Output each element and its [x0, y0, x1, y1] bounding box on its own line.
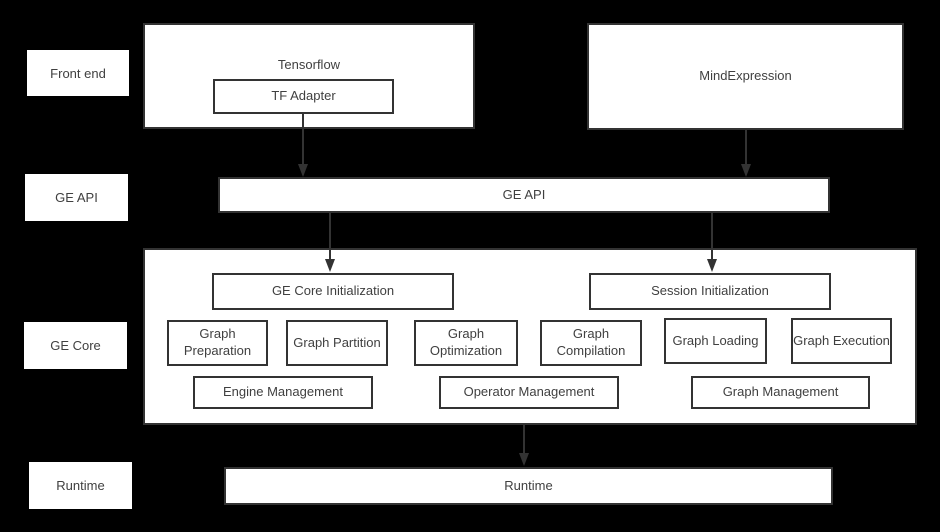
ge-api-bar: GE API: [218, 177, 830, 213]
arrow-ge-api-to-ge-core-initialization: [323, 213, 337, 272]
arrow-head-icon: [741, 164, 751, 177]
arrow-shaft: [329, 213, 331, 261]
session-initialization-box: Session Initialization: [589, 273, 831, 310]
row-label-runtime: Runtime: [29, 462, 132, 509]
tf-adapter-box: TF Adapter: [213, 79, 394, 114]
arrow-ge-core-to-runtime: [517, 425, 531, 466]
mindexpression-box: MindExpression: [587, 23, 904, 130]
graph-optimization-box: Graph Optimization: [414, 320, 518, 366]
arrow-head-icon: [325, 259, 335, 272]
row-label-ge-api: GE API: [25, 174, 128, 221]
arrow-mindexpression-to-ge-api: [739, 130, 753, 177]
graph-partition-box: Graph Partition: [286, 320, 388, 366]
row-label-ge-core: GE Core: [24, 322, 127, 369]
runtime-bar: Runtime: [224, 467, 833, 505]
row-label-front-end: Front end: [27, 50, 129, 96]
engine-management-box: Engine Management: [193, 376, 373, 409]
arrow-head-icon: [298, 164, 308, 177]
graph-execution-box: Graph Execution: [791, 318, 892, 364]
arrow-shaft: [745, 130, 747, 166]
graph-loading-box: Graph Loading: [664, 318, 767, 364]
arrow-shaft: [523, 425, 525, 455]
arrow-shaft: [302, 114, 304, 166]
ge-core-initialization-box: GE Core Initialization: [212, 273, 454, 310]
arrow-tf-adapter-to-ge-api: [296, 114, 310, 177]
tensorflow-title: Tensorflow: [277, 57, 341, 72]
arrow-head-icon: [707, 259, 717, 272]
arrow-head-icon: [519, 453, 529, 466]
graph-management-box: Graph Management: [691, 376, 870, 409]
arrow-ge-api-to-session-initialization: [705, 213, 719, 272]
graph-compilation-box: Graph Compilation: [540, 320, 642, 366]
operator-management-box: Operator Management: [439, 376, 619, 409]
graph-preparation-box: Graph Preparation: [167, 320, 268, 366]
arrow-shaft: [711, 213, 713, 261]
